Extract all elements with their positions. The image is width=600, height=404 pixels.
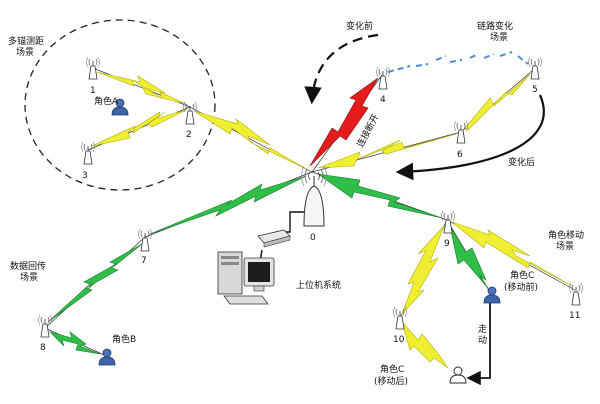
- node-3-label: 3: [82, 171, 88, 181]
- link-0-6: [317, 133, 457, 169]
- role-a-label: 角色A: [94, 95, 119, 107]
- role-b-label: 角色B: [112, 333, 136, 345]
- node-8-label: 8: [40, 343, 46, 353]
- node-0-label: 0: [310, 233, 316, 243]
- walk-arrow: [466, 302, 491, 386]
- node-4-tower-icon: [376, 66, 390, 90]
- node-8-tower-icon: [38, 314, 52, 338]
- role-move-label-line1: 角色移动: [548, 229, 584, 241]
- role-c-before-label-line1: 角色C: [510, 269, 534, 281]
- multi-hop-label-line1: 多锚测距: [8, 35, 44, 47]
- role-move-label-line2: 场景: [556, 241, 574, 252]
- link-3-2: [91, 109, 187, 147]
- node-11-label: 11: [569, 311, 580, 321]
- node-5-label: 5: [532, 85, 538, 95]
- node-1-label: 1: [90, 86, 96, 96]
- node-6-tower-icon: [454, 120, 468, 144]
- node-11-tower-icon: [569, 282, 583, 306]
- walk-label-line2: 动: [478, 335, 487, 346]
- link-9-10: [401, 225, 445, 315]
- link-6-5: [464, 73, 531, 131]
- host-system-label: 上位机系统: [296, 279, 341, 291]
- node-4-label: 4: [380, 95, 386, 105]
- node-7-label: 7: [141, 256, 147, 266]
- walk-label-line1: 走: [478, 324, 487, 335]
- multi-hop-boundary: [24, 19, 216, 191]
- node-9-label: 9: [444, 239, 450, 249]
- after-change-label: 变化后: [508, 156, 535, 168]
- link-change-label-line1: 链路变化: [477, 20, 513, 32]
- link-1-2: [96, 71, 187, 105]
- node-10-label: 10: [393, 335, 405, 345]
- role-c-after-label-line1: 角色C: [380, 363, 404, 375]
- data-return-label-line1: 数据回传: [10, 260, 46, 272]
- node-6-label: 6: [457, 150, 463, 160]
- multi-hop-label-line2: 场景: [16, 47, 34, 58]
- link-2-0: [193, 110, 307, 170]
- node-1-tower-icon: [86, 56, 100, 80]
- role-c-after-person-icon: [449, 366, 467, 384]
- link-7-8: [47, 243, 143, 323]
- role-c-before-person-icon: [483, 286, 501, 304]
- node-7-tower-icon: [138, 228, 152, 252]
- link-9-11: [451, 221, 573, 287]
- before-change-label: 变化前: [346, 20, 373, 32]
- data-return-label-line2: 场景: [20, 272, 38, 283]
- link-0-4-broken: [309, 77, 379, 167]
- node-2-label: 2: [186, 130, 192, 140]
- link-0-7: [149, 175, 307, 235]
- before-change-arrow: [304, 33, 379, 105]
- node-3-tower-icon: [81, 141, 95, 165]
- host-computer-icon: [217, 229, 291, 305]
- node-5-tower-icon: [528, 56, 542, 80]
- link-10-c-after: [401, 321, 449, 369]
- after-change-arrow: [395, 94, 545, 181]
- role-c-before-label-line2: (移动前): [504, 281, 538, 293]
- link-change-label-line2: 场景: [490, 32, 508, 43]
- node-0-base-station-icon: [301, 165, 327, 227]
- link-9-c: [449, 225, 489, 289]
- role-c-after-label-line2: (移动后): [374, 375, 408, 387]
- role-b-person-icon: [98, 348, 116, 366]
- link-4-5-dashed: [387, 51, 529, 73]
- link-8-b: [48, 331, 101, 355]
